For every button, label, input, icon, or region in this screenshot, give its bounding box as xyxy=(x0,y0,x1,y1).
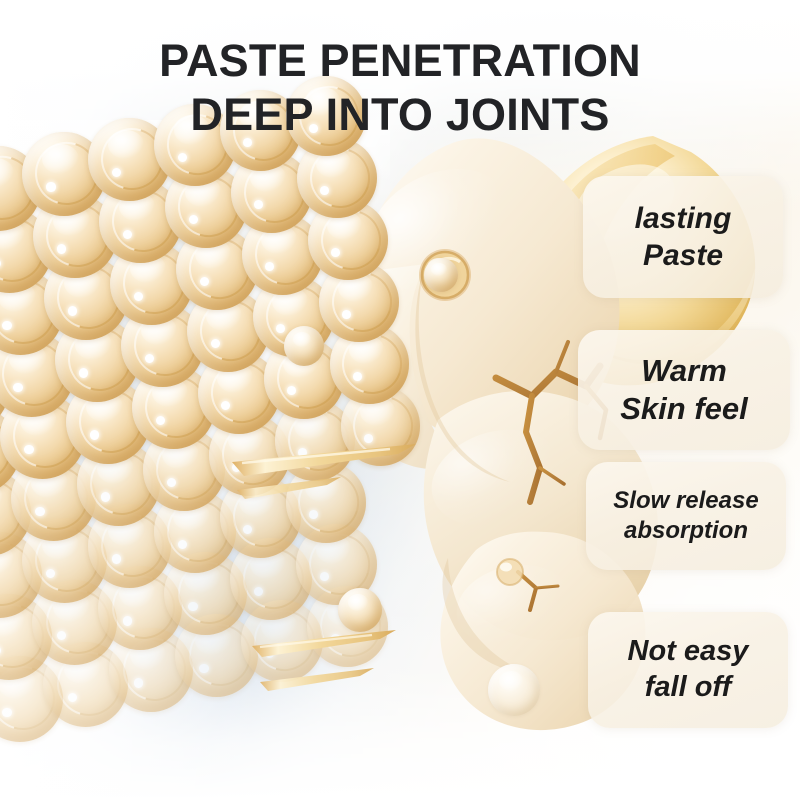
callout-line-1: Not easy xyxy=(627,635,749,668)
callout-line-2: absorption xyxy=(624,517,748,544)
callout-line-1: lasting xyxy=(634,201,732,235)
floating-gold-bead xyxy=(424,258,458,292)
callout-warm-skin-feel[interactable]: Warm Skin feel xyxy=(578,330,790,450)
callout-line-2: Skin feel xyxy=(620,391,748,426)
callout-not-easy-fall-off[interactable]: Not easy fall off xyxy=(588,612,788,728)
page-title: PASTE PENETRATION DEEP INTO JOINTS xyxy=(0,34,800,142)
gold-needle-spike xyxy=(260,668,374,691)
floating-gold-bead xyxy=(488,664,540,716)
floating-gold-bead xyxy=(284,326,324,366)
callout-line-1: Warm xyxy=(641,352,727,388)
embedded-gold-bead-small xyxy=(496,558,524,586)
headline-line-1: PASTE PENETRATION xyxy=(159,35,641,86)
callout-line-2: fall off xyxy=(644,671,732,703)
gold-needle-spike xyxy=(237,477,341,499)
floating-gold-bead xyxy=(338,588,382,632)
callout-lasting-paste[interactable]: lasting Paste xyxy=(583,176,783,298)
callout-line-2: Paste xyxy=(642,239,724,272)
gold-needle-spike xyxy=(252,630,396,657)
callout-line-1: Slow release xyxy=(613,487,759,515)
callout-slow-release-absorption[interactable]: Slow release absorption xyxy=(586,462,786,570)
headline-line-2: DEEP INTO JOINTS xyxy=(190,89,610,140)
